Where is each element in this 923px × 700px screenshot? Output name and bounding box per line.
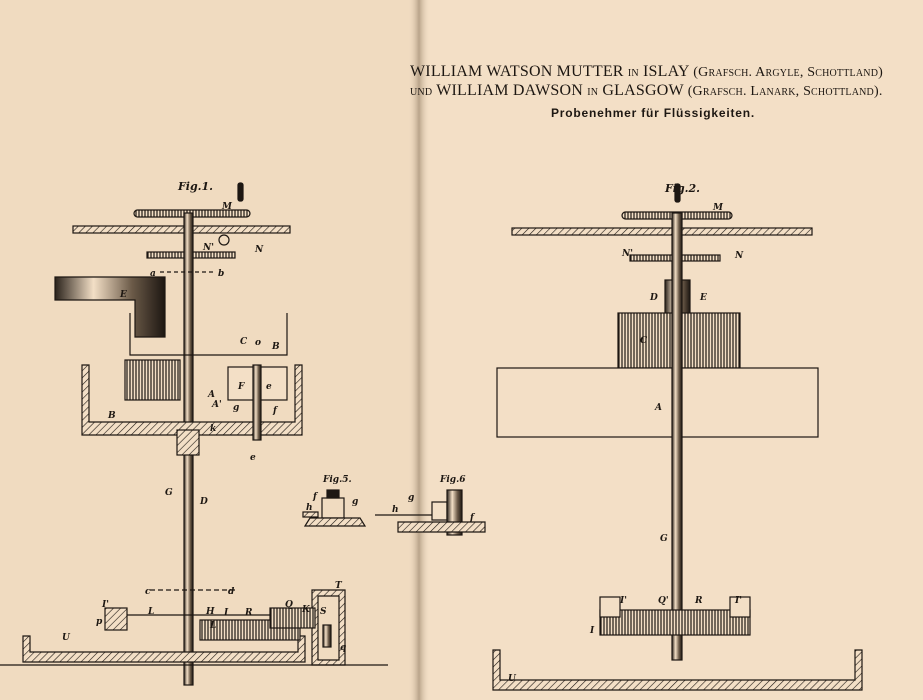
part-label: B (271, 342, 280, 352)
part-label: I' (101, 600, 109, 610)
part-label: ISLAY (643, 63, 690, 80)
part-label: I (223, 608, 229, 618)
part-label: Fig.6 (439, 475, 466, 485)
part-label: L (209, 621, 216, 631)
part-label: (Grafsch. Lanark, Schottland). (687, 84, 883, 99)
part-label: h (392, 505, 399, 515)
part-label: o (255, 338, 261, 348)
part-label: T (335, 581, 343, 591)
figure-6: Fig.6 g h f (375, 475, 486, 536)
part-label: H (205, 607, 215, 617)
part-label: in (587, 84, 599, 99)
part-label: f (272, 406, 279, 416)
part-label: E (699, 293, 707, 303)
part-label: (Grafsch. Argyle, Schottland) (693, 65, 883, 80)
pipe-E (54, 276, 166, 338)
part-label: b (218, 269, 224, 279)
part-label: R (244, 608, 253, 618)
part-label: M (221, 202, 233, 212)
part-label: e (266, 382, 272, 392)
part-label: WILLIAM DAWSON (436, 82, 584, 99)
part-label: R (694, 596, 703, 606)
figure-5: Fig.5. f g h (302, 475, 367, 527)
part-label: M (712, 203, 724, 213)
part-label: N (254, 245, 264, 255)
part-label: g (233, 403, 239, 413)
part-label: q (340, 643, 346, 653)
part-label: I' (734, 596, 742, 606)
part-label: GLASGOW (602, 82, 684, 99)
part-label: B (107, 411, 116, 421)
part-label: I (589, 626, 595, 636)
crank-handle (237, 182, 244, 202)
part-label: S (320, 607, 327, 617)
drum (124, 359, 181, 401)
part-label: p (96, 617, 103, 627)
figure-2: Fig.2. M N' N D E C A G I' I' I Q' R U (492, 182, 863, 691)
part-label: D (199, 497, 208, 507)
part-label: c (145, 587, 151, 597)
part-label: g (352, 497, 358, 507)
part-label: f (469, 513, 476, 523)
part-label: d (228, 587, 235, 597)
part-label: Q' (658, 596, 669, 606)
part-label: U (62, 633, 71, 643)
part-label: a (150, 269, 156, 279)
part-label: A (654, 403, 662, 413)
part-label: h (306, 503, 313, 513)
part-label: g (408, 493, 414, 503)
inventor-line-1: WILLIAM WATSON MUTTER in ISLAY (Grafsch.… (410, 63, 883, 81)
part-label: N' (202, 243, 214, 253)
part-label: F (237, 382, 245, 392)
top-floor (72, 225, 291, 234)
part-label: k (210, 424, 216, 434)
left-page (0, 0, 418, 700)
part-label: Q (285, 600, 293, 610)
part-label: in (627, 65, 639, 80)
part-label: L (147, 607, 154, 617)
part-label: U (508, 674, 517, 684)
part-label: Fig.5. (322, 475, 352, 485)
part-label: A' (211, 400, 222, 410)
part-label: E (119, 290, 127, 300)
part-label: C (640, 336, 648, 346)
tank-B (81, 364, 303, 436)
patent-subtitle: Probenehmer für Flüssigkeiten. (550, 106, 756, 120)
part-label: G (660, 534, 668, 544)
part-label: I' (619, 596, 627, 606)
part-label: G (165, 488, 173, 498)
part-label: e (250, 453, 256, 463)
part-label: A (207, 390, 215, 400)
inventor-line-2: und WILLIAM DAWSON in GLASGOW (Grafsch. … (410, 82, 883, 100)
part-label: K (301, 605, 311, 615)
part-label: N (734, 251, 744, 261)
right-page-header: Probenehmer für Flüssigkeiten. (418, 0, 888, 130)
part-label: und (410, 84, 433, 99)
figure-1: Fig.1. M N' N a b E C o B (0, 180, 388, 686)
fig1-title: Fig.1. (177, 180, 213, 193)
part-label: N' (621, 249, 633, 259)
part-label: C (240, 337, 248, 347)
fig2-title: Fig.2. (664, 182, 700, 195)
part-label: D (649, 293, 658, 303)
part-label: WILLIAM WATSON MUTTER (410, 63, 624, 80)
part-label: f (312, 492, 319, 502)
